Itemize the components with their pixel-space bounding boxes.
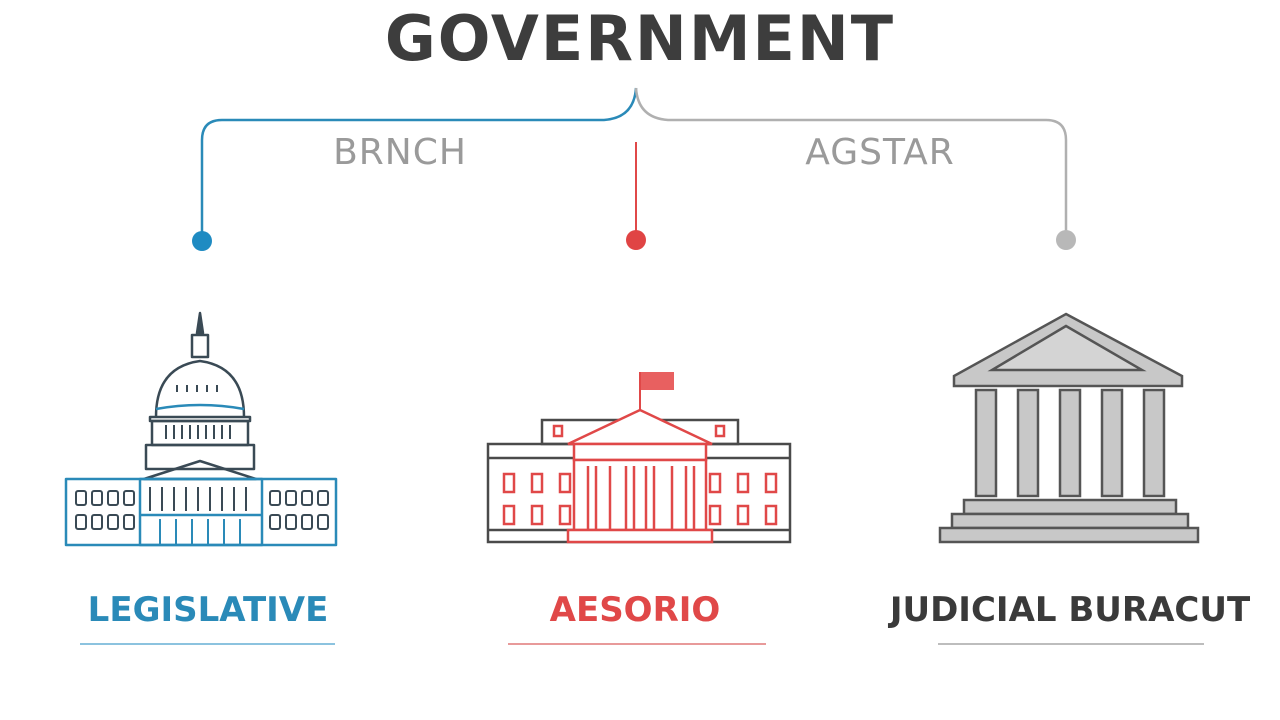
left-connector-label: BRNCH bbox=[333, 132, 467, 173]
courthouse-columns-icon bbox=[938, 312, 1200, 544]
white-house-icon bbox=[486, 372, 792, 544]
branch-name-legislative: LEGISLATIVE bbox=[87, 590, 329, 630]
legislative-underline bbox=[80, 643, 335, 645]
branch-connectors bbox=[192, 87, 1076, 251]
executive-node-dot bbox=[626, 230, 646, 250]
executive-underline bbox=[508, 643, 766, 645]
page-title: GOVERNMENT bbox=[384, 2, 896, 75]
judicial-underline bbox=[938, 643, 1204, 645]
capitol-building-icon bbox=[64, 311, 338, 547]
judicial-node-dot bbox=[1056, 230, 1076, 250]
branch-name-judicial: JUDICIAL BURACUT bbox=[889, 590, 1251, 630]
right-connector-label: AGSTAR bbox=[805, 132, 955, 173]
legislative-node-dot bbox=[192, 231, 212, 251]
branch-name-executive: AESORIO bbox=[549, 590, 721, 630]
